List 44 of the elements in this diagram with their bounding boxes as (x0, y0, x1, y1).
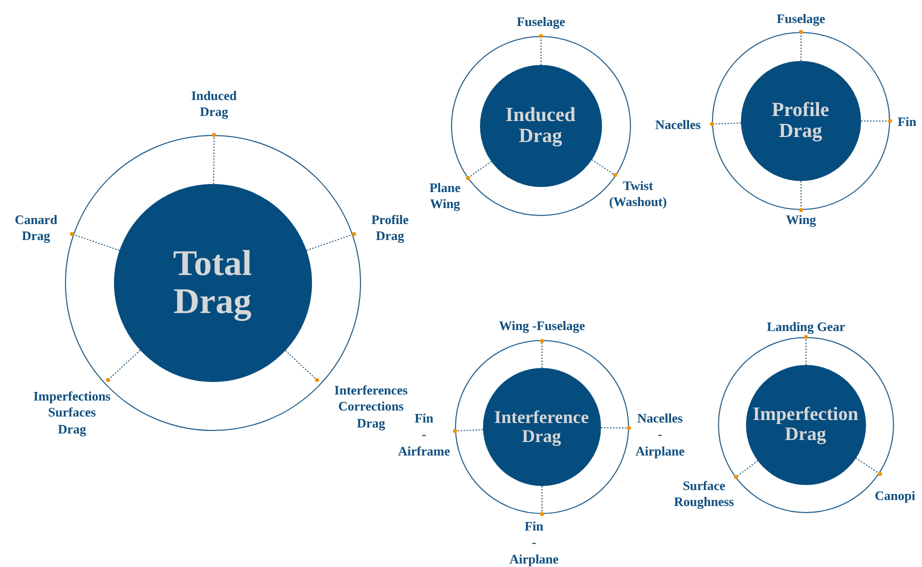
factor-label: Fuselage (506, 14, 576, 30)
factor-label: Profile Drag (365, 212, 415, 244)
factor-label: Wing -Fuselage (487, 318, 597, 334)
factor-label: Fin - Airplane (503, 518, 565, 567)
leader-line (856, 458, 882, 476)
factor-label: Fuselage (766, 10, 836, 28)
factor-label: Canopi (872, 488, 918, 504)
ring-outline (712, 32, 890, 210)
leader-line (799, 180, 803, 212)
factor-label: Nacelles - Airplane (629, 410, 691, 460)
factor-label: Twist (Washout) (600, 178, 676, 210)
hub-label: Imperfection Drag (752, 404, 860, 444)
factor-label: Landing Gear (756, 318, 856, 336)
leader-line (540, 486, 544, 516)
leader-line (284, 350, 319, 382)
hub-label: Profile Drag (770, 100, 830, 142)
leader-line (591, 159, 617, 177)
leader-line (453, 429, 484, 433)
factor-label: Fin (896, 114, 918, 130)
leader-line (600, 426, 631, 430)
leader-line (70, 232, 120, 251)
factor-label: Nacelles (649, 116, 707, 134)
factor-label: Plane Wing (422, 180, 468, 212)
factor-label: Imperfections Surfaces Drag (24, 388, 120, 438)
leader-line (306, 232, 356, 251)
leader-line (539, 34, 543, 66)
leader-line (106, 350, 141, 382)
hub-label: Induced Drag (504, 104, 577, 146)
factor-label: Fin - Airframe (393, 410, 455, 460)
leader-line (799, 30, 803, 62)
leader-line (212, 133, 216, 184)
factor-label: Canard Drag (8, 212, 64, 244)
leader-line (540, 339, 544, 368)
leader-line (734, 460, 758, 479)
leader-line (710, 122, 742, 126)
hub-label: Total Drag (172, 244, 253, 320)
factor-label: Induced Drag (186, 88, 242, 120)
factor-label: Wing (781, 212, 821, 228)
factor-label: Surface Roughness (666, 478, 742, 510)
leader-line (466, 160, 492, 180)
leader-line (860, 119, 892, 123)
ring-outline (455, 340, 629, 514)
leader-line (804, 335, 808, 366)
hub-label: Interference Drag (493, 408, 590, 446)
